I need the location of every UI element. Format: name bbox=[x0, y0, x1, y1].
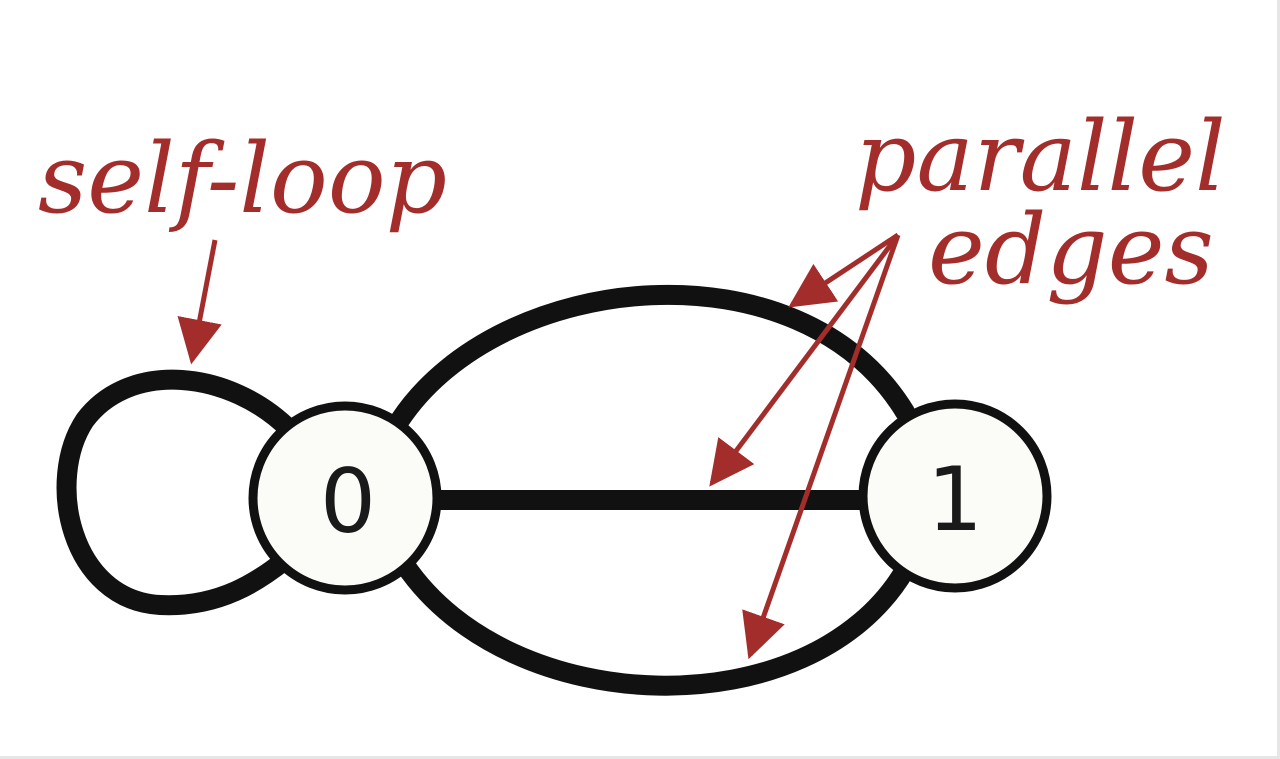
parallel-arrow-straight bbox=[709, 233, 900, 487]
parallel-edge-lower bbox=[395, 555, 915, 696]
node-1: 1 bbox=[858, 399, 1052, 593]
self-loop-edge bbox=[56, 369, 300, 616]
node-0: 0 bbox=[248, 401, 442, 595]
node-0-label: 0 bbox=[320, 450, 376, 553]
self-loop-arrow bbox=[177, 239, 222, 365]
parallel-edge-upper bbox=[390, 284, 915, 430]
parallel-arrow-upper bbox=[788, 232, 900, 308]
parallel-annotation-line1: parallel bbox=[855, 101, 1226, 213]
parallel-annotation-line2: edges bbox=[928, 194, 1214, 306]
parallel-arrow-lower bbox=[742, 234, 901, 660]
self-loop-annotation: self-loop bbox=[38, 123, 447, 235]
node-1-label: 1 bbox=[927, 448, 983, 551]
